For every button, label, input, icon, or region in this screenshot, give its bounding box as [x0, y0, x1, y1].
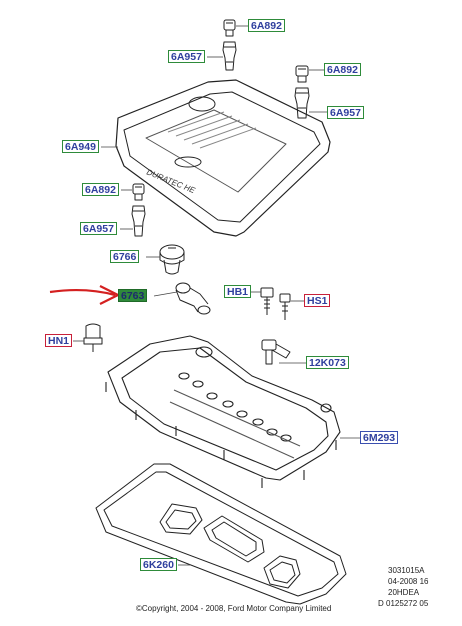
label-6a957-top[interactable]: 6A957: [168, 50, 205, 63]
valve-cover: [105, 335, 341, 488]
bolt-hb1: [260, 287, 274, 315]
cover-bolt-right: [295, 65, 309, 83]
cover-grommet-right: [294, 87, 310, 119]
label-6763-selected[interactable]: 6763: [118, 289, 148, 302]
ref-line-4: D 0125272 05: [378, 599, 429, 608]
label-12k073[interactable]: 12K073: [306, 356, 349, 369]
camshaft-position-sensor: [261, 339, 291, 365]
cover-text: DURATEC HE: [145, 168, 197, 196]
oil-filler-cap: [159, 244, 185, 275]
pcv-elbow-hose: [175, 282, 211, 315]
cover-grommet-left: [131, 205, 146, 237]
valve-cover-gasket: [95, 463, 347, 605]
cover-bolt-left: [132, 183, 145, 201]
ref-line-3: 20HDEA: [388, 588, 420, 597]
engine-cover: DURATEC HE: [115, 79, 331, 237]
ref-line-2: 04-2008 16: [388, 577, 429, 586]
label-6a892-top[interactable]: 6A892: [248, 19, 285, 32]
label-6a892-right[interactable]: 6A892: [324, 63, 361, 76]
label-6k260[interactable]: 6K260: [140, 558, 177, 571]
label-6a957-left[interactable]: 6A957: [80, 222, 117, 235]
label-6a949[interactable]: 6A949: [62, 140, 99, 153]
bolt-hs1: [279, 293, 291, 320]
cover-bolt-top: [223, 19, 236, 37]
label-6a957-right[interactable]: 6A957: [327, 106, 364, 119]
label-6a892-left[interactable]: 6A892: [82, 183, 119, 196]
nut-hn1: [83, 323, 103, 352]
leader-lines: [73, 25, 360, 566]
copyright-text: ©Copyright, 2004 - 2008, Ford Motor Comp…: [136, 604, 332, 613]
label-6766[interactable]: 6766: [110, 250, 140, 263]
label-hn1[interactable]: HN1: [45, 334, 73, 347]
pointer-arrow: [49, 285, 120, 305]
label-hb1[interactable]: HB1: [224, 285, 252, 298]
ref-line-1: 3031015A: [388, 566, 425, 575]
label-hs1[interactable]: HS1: [304, 294, 331, 307]
label-6m293[interactable]: 6M293: [360, 431, 399, 444]
cover-grommet-top: [222, 41, 237, 71]
